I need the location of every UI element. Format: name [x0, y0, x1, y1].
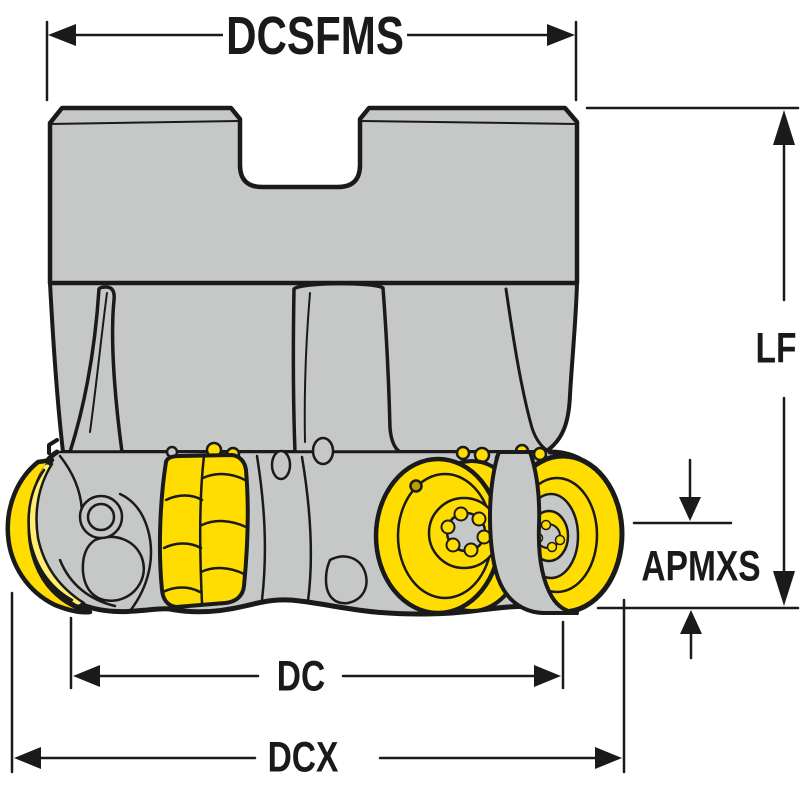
torx-lobe — [440, 519, 456, 535]
head-oval-hole — [270, 449, 292, 481]
torx-lobe — [445, 537, 461, 553]
head-flute-line — [300, 455, 313, 603]
dim-apmxs — [632, 458, 733, 660]
torx-lobe — [453, 506, 469, 522]
dc-arrow-right — [534, 665, 561, 687]
shank-bevel-line-right — [361, 120, 578, 125]
dim-dcx — [10, 591, 626, 774]
lf-arrow-up — [773, 110, 795, 145]
lf-arrow-down — [773, 571, 795, 606]
head-oval-hole — [311, 436, 335, 466]
head-flute-line — [255, 454, 267, 602]
flute-claw-1-inner-line — [89, 292, 108, 433]
dcsfms-arrow-left — [48, 24, 76, 46]
head-pocket-line — [118, 492, 153, 613]
head-left-step — [47, 438, 59, 455]
head-pocket-blob — [81, 535, 145, 603]
clamp-arm — [488, 450, 579, 615]
dimension-label-dcsfms: DCSFMS — [222, 9, 408, 63]
head-bottom-inner-line — [58, 558, 117, 608]
insert-index-dot — [409, 479, 423, 493]
dim-dcsfms — [45, 20, 578, 102]
dcx-arrow-left — [14, 747, 41, 769]
torx-lobe — [546, 541, 558, 553]
dimension-label-apmxs: APMXS — [638, 545, 764, 589]
shank-bevel-line-left — [49, 120, 239, 125]
apmxs-arrow-up — [680, 610, 702, 634]
flute-claw-2-inner-line — [303, 292, 311, 443]
torx-lobe — [554, 534, 566, 546]
dim-dc — [69, 616, 565, 690]
head-pocket-blob — [324, 555, 368, 605]
dimension-annotations — [10, 20, 800, 774]
flute-claw-1 — [68, 285, 124, 454]
insert-nub — [455, 445, 471, 461]
torx-lobe — [471, 511, 487, 527]
torx-lobe — [540, 519, 552, 531]
dcsfms-arrow-right — [547, 24, 575, 46]
insert-left-edge — [5, 457, 93, 615]
flute-right-curve — [504, 287, 552, 454]
dc-arrow-left — [73, 665, 100, 687]
dimension-label-dc: DC — [273, 655, 329, 699]
shank-block — [47, 105, 580, 286]
torx-lobe — [463, 542, 479, 558]
dimension-label-dcx: DCX — [264, 736, 342, 780]
dimension-label-lf: LF — [752, 327, 800, 371]
dcx-arrow-right — [595, 747, 622, 769]
dim-lf — [585, 106, 800, 610]
screw-hole — [78, 494, 124, 540]
apmxs-arrow-down — [679, 497, 701, 521]
insert-scalloped — [157, 453, 250, 609]
